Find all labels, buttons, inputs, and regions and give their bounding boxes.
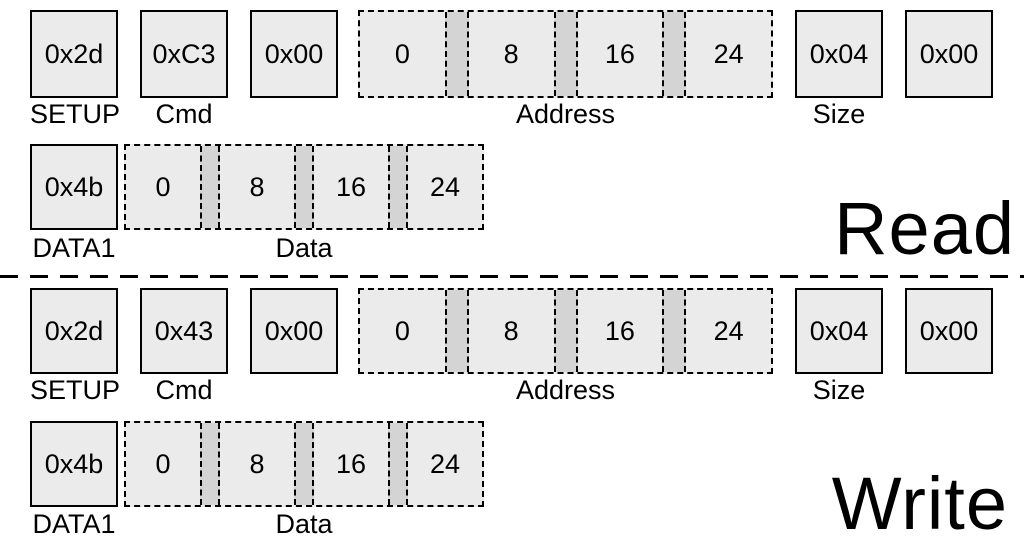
read-size-label: Size [812,99,866,129]
read-address-box: 0 8 16 24 [358,10,773,98]
byte-separator [662,290,687,372]
read-cmd-value: 0xC3 [152,38,216,69]
read-data-box: 0 8 16 24 [124,144,484,230]
write-data-offset-0: 0 [155,448,171,479]
write-cmd-value: 0x43 [154,315,214,346]
read-data1-byte-box: 0x4b [30,144,118,230]
read-cmd-label: Cmd [155,99,213,129]
read-byte6-box: 0x00 [905,10,993,98]
byte-separator [444,12,469,96]
read-setup-value: 0x2d [44,38,104,69]
write-data-label: Data [275,509,333,539]
write-setup-label: SETUP [30,375,121,405]
read-address-offset-0: 0 [394,38,410,69]
byte-separator [200,146,220,228]
read-address-offset-16: 16 [604,38,635,69]
read-data-offset-8: 8 [249,171,265,202]
read-data-offset-16: 16 [335,171,367,202]
write-data-offset-8: 8 [249,448,265,479]
write-address-box: 0 8 16 24 [358,288,773,374]
read-setup-label: SETUP [30,99,121,129]
write-byte3-box: 0x00 [250,288,338,374]
write-data1-value: 0x4b [44,448,104,479]
byte-separator [294,146,314,228]
write-size-value: 0x04 [809,315,869,346]
write-size-label: Size [812,375,866,405]
read-address-label: Address [515,99,616,129]
write-setup-byte-box: 0x2d [30,288,118,374]
byte-separator [388,423,408,505]
write-byte6-box: 0x00 [905,288,993,374]
read-byte6-value: 0x00 [919,38,979,69]
read-size-value: 0x04 [809,38,869,69]
read-address-offset-8: 8 [503,38,519,69]
read-data-label: Data [275,233,333,263]
read-size-byte-box: 0x04 [795,10,883,98]
byte-separator [200,423,220,505]
write-data1-byte-box: 0x4b [30,421,118,507]
read-byte3-value: 0x00 [264,38,324,69]
byte-separator [553,290,578,372]
read-address-offset-24: 24 [713,38,744,69]
read-setup-byte-box: 0x2d [30,10,118,98]
read-cmd-byte-box: 0xC3 [140,10,228,98]
write-cmd-byte-box: 0x43 [140,288,228,374]
byte-separator [294,423,314,505]
read-byte3-box: 0x00 [250,10,338,98]
write-data-box: 0 8 16 24 [124,421,484,507]
write-title: Write [831,462,1008,545]
write-setup-value: 0x2d [44,315,104,346]
write-data1-label: DATA1 [32,509,116,539]
write-address-label: Address [515,375,616,405]
write-size-byte-box: 0x04 [795,288,883,374]
write-data-offset-16: 16 [335,448,367,479]
write-byte3-value: 0x00 [264,315,324,346]
byte-separator [553,12,578,96]
section-divider [0,275,1024,278]
byte-separator [444,290,469,372]
read-data1-label: DATA1 [32,233,116,263]
byte-separator [662,12,687,96]
write-data-offset-24: 24 [429,448,461,479]
byte-separator [388,146,408,228]
read-data-offset-24: 24 [429,171,461,202]
write-address-offset-8: 8 [503,315,519,346]
read-data1-value: 0x4b [44,171,104,202]
write-address-offset-24: 24 [713,315,744,346]
write-address-offset-0: 0 [394,315,410,346]
read-title: Read [834,187,1015,270]
write-byte6-value: 0x00 [919,315,979,346]
write-address-offset-16: 16 [604,315,635,346]
read-data-offset-0: 0 [155,171,171,202]
write-cmd-label: Cmd [155,375,213,405]
